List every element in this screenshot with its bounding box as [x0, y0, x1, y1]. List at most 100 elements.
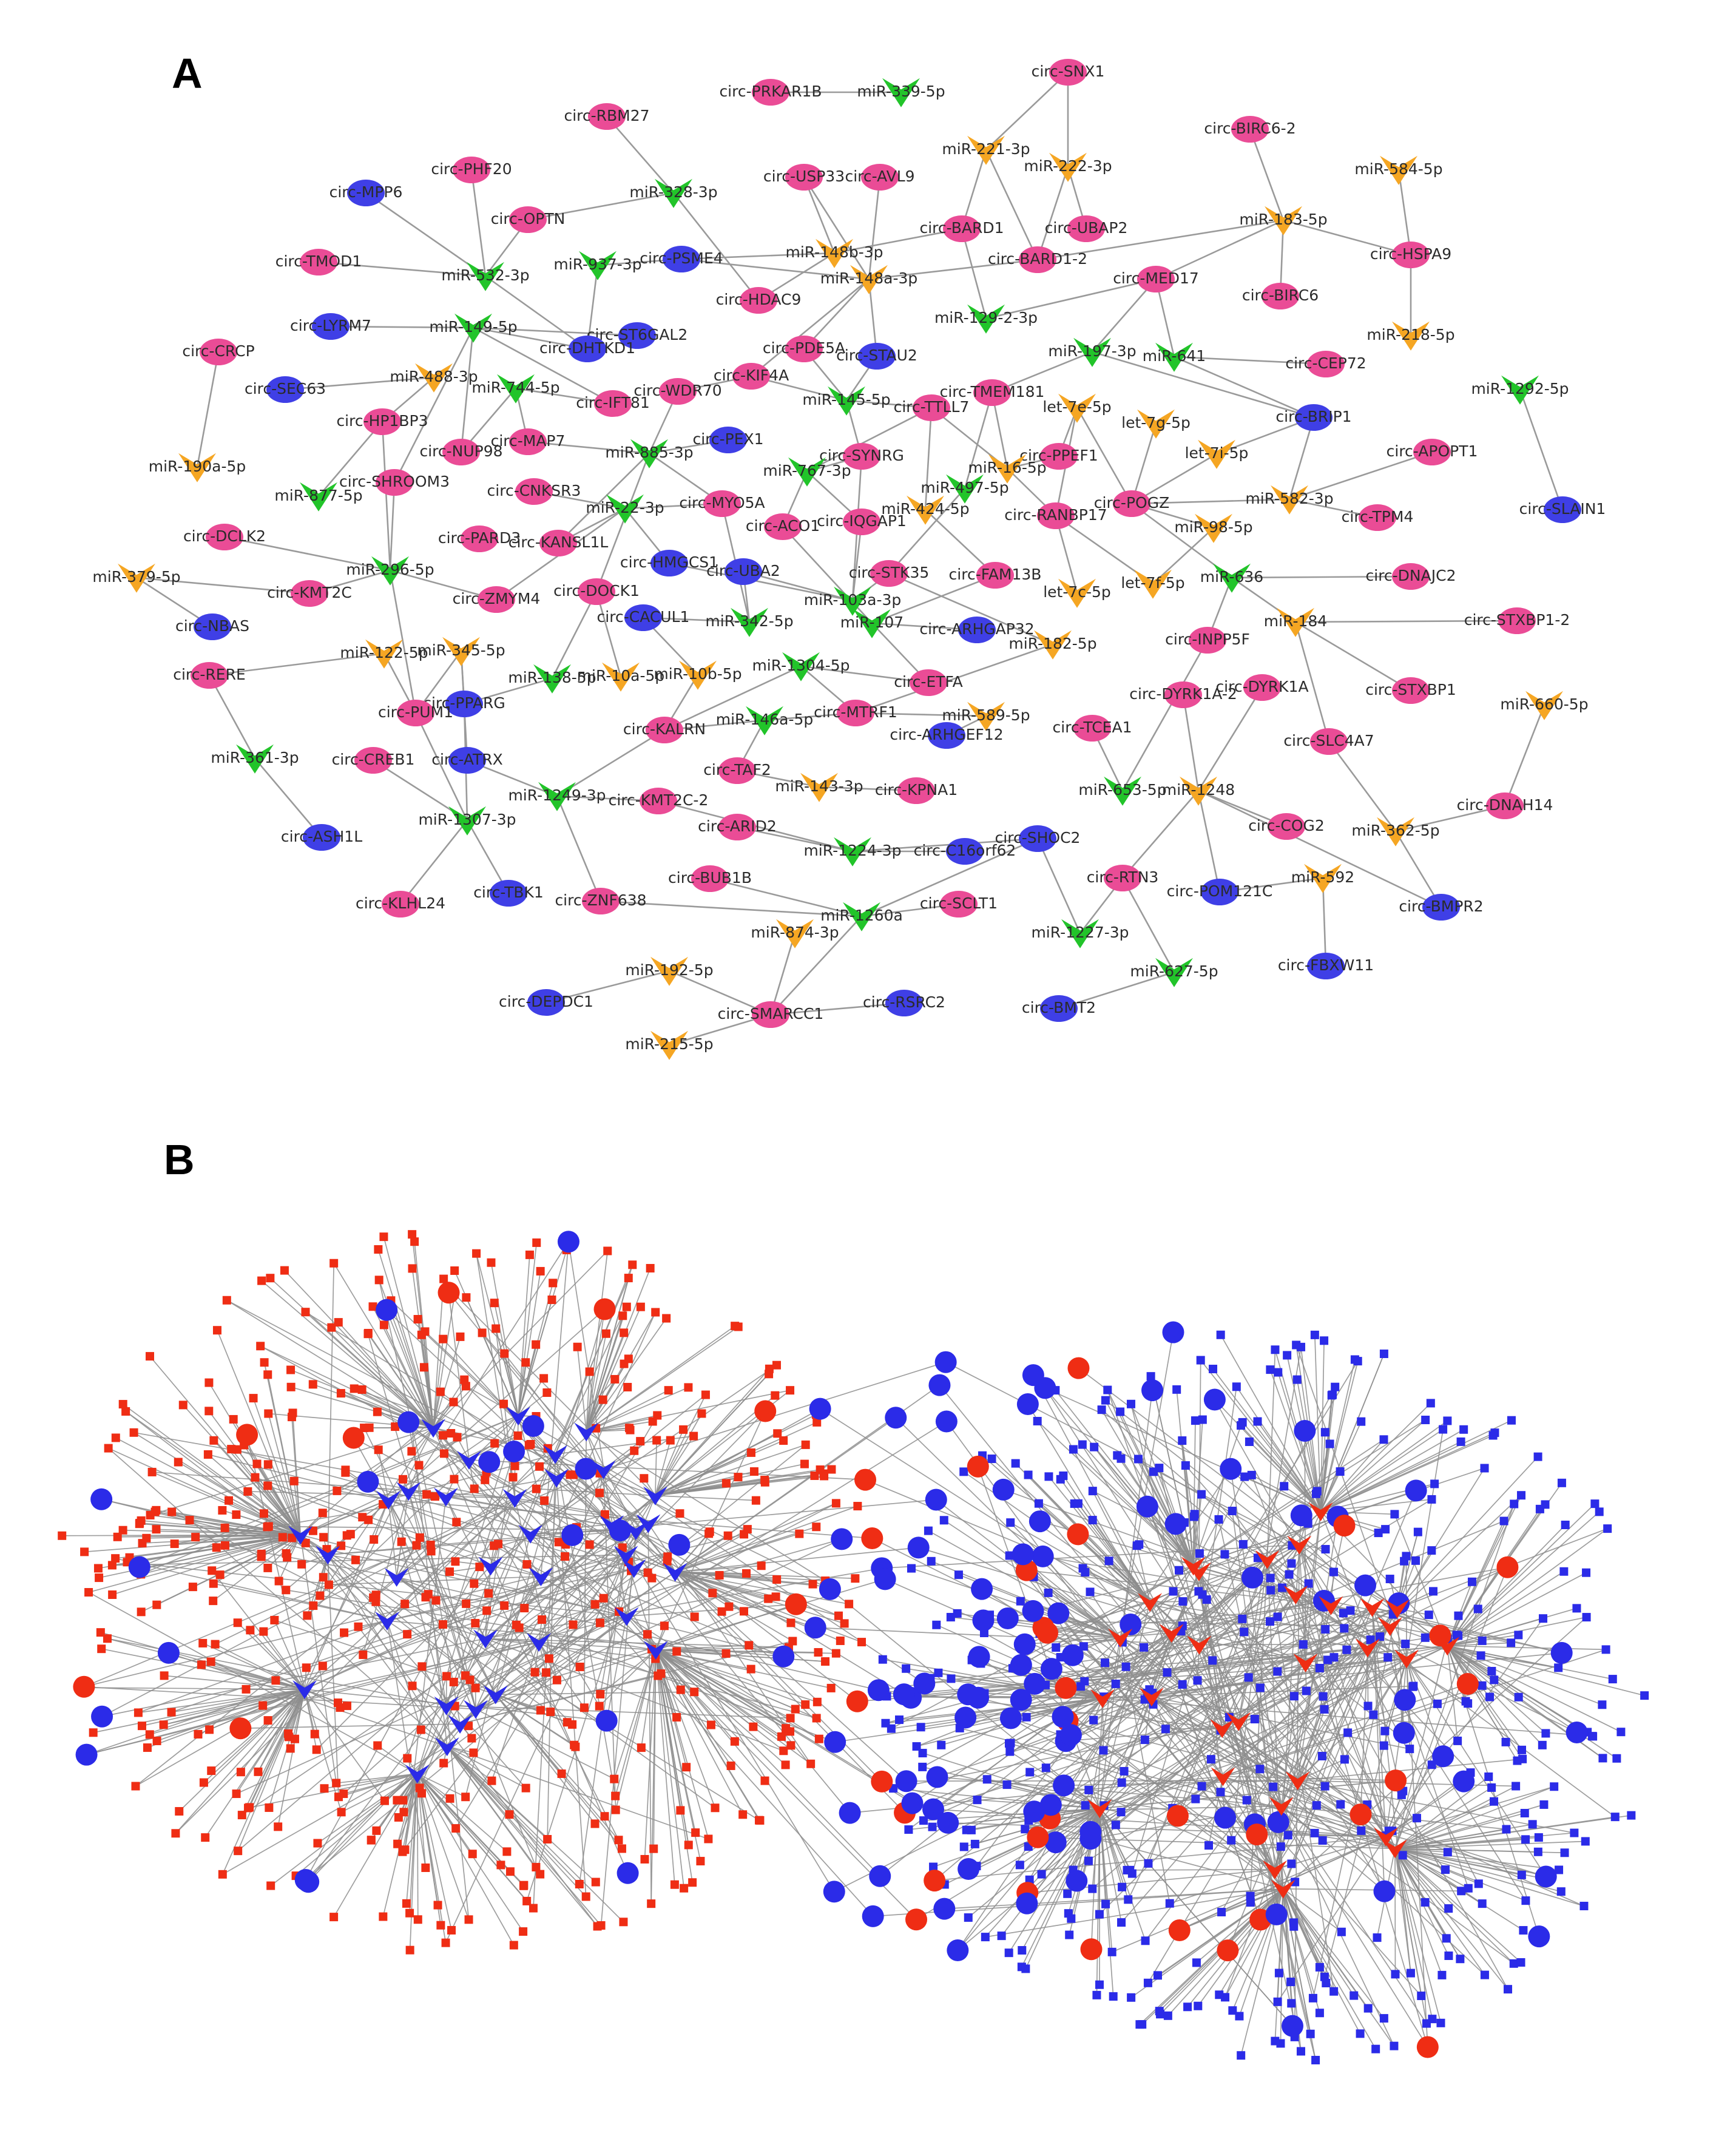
node-circ-atrx: circ-ATRX	[431, 747, 503, 774]
network-b-edge	[1394, 1787, 1492, 1850]
node-circ-stau2: circ-STAU2	[836, 343, 917, 370]
network-b-square-node	[1401, 1640, 1410, 1649]
node-label: miR-589-5p	[942, 706, 1030, 724]
network-b-circle-node	[907, 1536, 930, 1559]
node-circ-avl9: circ-AVL9	[845, 164, 915, 191]
network-b-edge	[1090, 1571, 1200, 1839]
network-b-square-node	[308, 1380, 317, 1389]
network-b-edge	[396, 1491, 410, 1578]
network-b-square-node	[1193, 1676, 1202, 1685]
network-b-square-node	[264, 1522, 273, 1531]
node-label: circ-SYNRG	[819, 447, 904, 464]
network-b-square-node	[408, 1681, 417, 1691]
edge-mir-182-5p-circ-mtrf1	[855, 643, 1053, 714]
network-b-edge	[904, 1606, 1373, 1814]
network-b-circle-node	[522, 1414, 544, 1437]
network-b-square-node	[1339, 1609, 1348, 1618]
network-b-square-node	[1250, 1715, 1259, 1724]
network-b-square-node	[1521, 1835, 1530, 1844]
network-b-square-node	[357, 1385, 367, 1394]
network-b-square-node	[954, 1570, 963, 1580]
network-b-square-node	[211, 1640, 220, 1649]
network-b-square-node	[1155, 2007, 1164, 2016]
node-circ-pum1: circ-PUM1	[378, 700, 453, 726]
network-b-circle-node	[1024, 1672, 1046, 1695]
network-b-circle-node	[958, 1858, 980, 1881]
node-label: miR-218-5p	[1366, 326, 1454, 343]
network-b-square-node	[282, 1586, 291, 1595]
mirna-v-marker	[442, 637, 480, 666]
network-b-edge	[518, 1254, 530, 1416]
network-b-square-node	[329, 1913, 339, 1922]
network-b-square-node	[246, 1626, 255, 1635]
node-label: circ-STK35	[849, 564, 930, 581]
network-b-square-node	[765, 1364, 774, 1373]
circrna-ellipse	[354, 747, 392, 774]
network-b-edge	[1277, 1605, 1332, 1823]
network-b-square-node	[1216, 1788, 1225, 1797]
network-b-square-node	[918, 1749, 927, 1758]
edge-circ-uba2-mir-103a-3p	[743, 570, 853, 602]
node-label: circ-DHTKD1	[539, 339, 635, 357]
network-b-edge	[626, 1603, 796, 1617]
node-circ-dock1: circ-DOCK1	[553, 578, 640, 605]
network-b-square-node	[779, 1746, 788, 1756]
network-b-square-node	[1197, 1782, 1206, 1791]
network-b-circle-node	[397, 1411, 420, 1433]
network-b-v-node	[421, 1419, 446, 1438]
circrna-ellipse	[640, 788, 677, 814]
network-b-square-node	[1086, 1587, 1095, 1597]
network-b-square-node	[1509, 1959, 1518, 1968]
circrna-ellipse	[973, 379, 1011, 406]
network-b-square-node	[1204, 1841, 1214, 1850]
node-mir-328-3p: miR-328-3p	[629, 178, 718, 208]
node-mir-1307-3p: miR-1307-3p	[418, 806, 516, 836]
network-b-v-node	[316, 1546, 340, 1565]
network-b-square-node	[1192, 1958, 1201, 1967]
node-label: circ-PARD3	[438, 529, 521, 547]
network-b-square-node	[408, 1230, 417, 1239]
edge-mir-361-3p-circ-ash1l	[254, 758, 322, 838]
network-b-edge	[222, 1689, 305, 1875]
node-label: miR-744-5p	[471, 379, 559, 396]
network-b-edge	[433, 1294, 456, 1428]
node-mir-16-5p: miR-16-5p	[968, 454, 1047, 484]
network-b-edge	[115, 1558, 388, 1621]
network-b-square-node	[1090, 1442, 1099, 1451]
network-b-square-node	[1357, 1417, 1366, 1426]
circrna-ellipse	[453, 157, 490, 183]
network-b-circle-node	[236, 1424, 258, 1446]
network-b-square-node	[1240, 1472, 1249, 1481]
node-circ-ash1l: circ-ASH1L	[281, 824, 362, 851]
network-b-circle-node	[895, 1770, 917, 1793]
network-b-edge	[149, 1689, 305, 1735]
node-label: circ-PHF20	[431, 160, 512, 178]
network-b-square-node	[405, 1908, 414, 1918]
network-b-square-node	[1246, 1898, 1255, 1907]
circrna-ellipse	[376, 469, 413, 496]
circrna-ellipse	[1231, 116, 1269, 143]
edge-circ-mpp6-mir-532-3p	[365, 192, 486, 277]
node-label: circ-PUM1	[378, 703, 453, 721]
network-b-circle-node	[1040, 1658, 1062, 1680]
network-b-square-node	[334, 1318, 343, 1327]
network-b-square-node	[814, 1647, 823, 1657]
network-b-square-node	[1426, 1399, 1435, 1408]
network-b-edge	[447, 1746, 598, 1927]
network-b-edge	[387, 1567, 634, 1621]
network-b-square-node	[1320, 1428, 1329, 1437]
network-b-square-node	[1107, 1947, 1116, 1956]
network-b-square-node	[981, 1933, 990, 1942]
panel-b-nodes	[58, 1230, 1649, 2064]
network-b-square-node	[812, 1714, 821, 1723]
network-b-square-node	[973, 1796, 982, 1805]
network-b-square-node	[542, 1388, 552, 1397]
node-mir-584-5p: miR-584-5p	[1354, 155, 1443, 185]
network-b-circle-node	[437, 1282, 460, 1304]
network-b-edge	[611, 1408, 821, 1525]
network-b-square-node	[1116, 1808, 1126, 1817]
network-b-square-node	[499, 1399, 508, 1408]
node-circ-pex1: circ-PEX1	[692, 427, 764, 453]
network-b-square-node	[540, 1496, 549, 1505]
node-circ-bmt2: circ-BMT2	[1022, 995, 1096, 1022]
